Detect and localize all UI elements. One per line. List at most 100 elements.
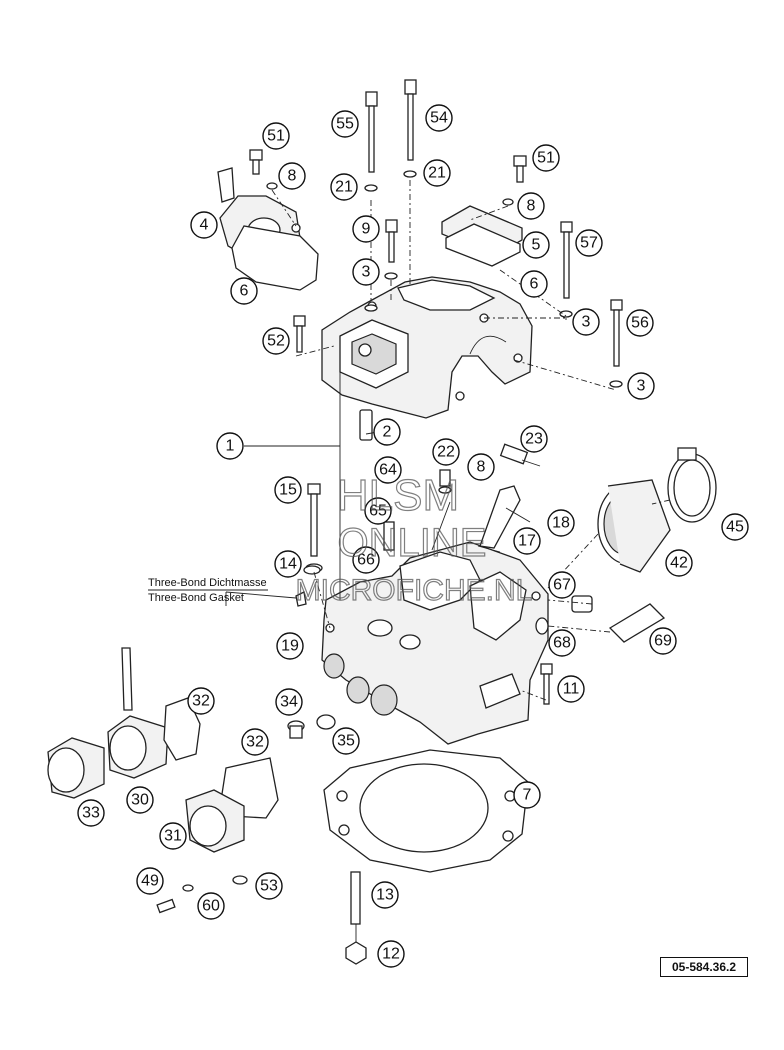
callout-bubble: 56 — [626, 309, 654, 337]
bolt-49-part — [156, 898, 176, 914]
bolt-11-part — [540, 663, 553, 705]
sealant-dot-part — [295, 591, 307, 607]
callout-bubble: 6 — [230, 277, 258, 305]
svg-text:57: 57 — [580, 235, 598, 252]
thermostat-cover-part — [217, 167, 319, 291]
callout-bubble: 13 — [371, 881, 399, 909]
callout-bubble: 18 — [547, 509, 575, 537]
svg-text:66: 66 — [357, 552, 375, 569]
washer-3-part — [364, 304, 378, 312]
svg-text:11: 11 — [563, 681, 580, 698]
svg-text:14: 14 — [279, 556, 297, 573]
callout-bubble: 34 — [275, 688, 303, 716]
callout-bubble: 51 — [532, 144, 560, 172]
callout-bubble: 33 — [77, 799, 105, 827]
callout-bubble: 32 — [241, 728, 269, 756]
svg-text:67: 67 — [553, 577, 571, 594]
callout-bubble: 42 — [665, 549, 693, 577]
svg-text:21: 21 — [335, 179, 353, 196]
flange-31-part — [185, 789, 245, 853]
plug-34-part — [287, 720, 305, 739]
svg-text:45: 45 — [726, 519, 744, 536]
callout-bubble: 15 — [274, 476, 302, 504]
callout-bubble: 19 — [276, 632, 304, 660]
svg-text:7: 7 — [523, 787, 532, 804]
callout-bubble: 3 — [627, 372, 655, 400]
callout-bubble: 52 — [262, 327, 290, 355]
callout-bubble: 7 — [513, 781, 541, 809]
svg-text:42: 42 — [670, 555, 688, 572]
svg-text:22: 22 — [437, 444, 455, 461]
callout-bubble: 3 — [352, 258, 380, 286]
svg-text:30: 30 — [131, 792, 149, 809]
svg-text:49: 49 — [141, 873, 159, 890]
bolt-9-part — [384, 219, 398, 280]
dowel-2-part — [359, 409, 373, 441]
callout-bubble: 2 — [373, 418, 401, 446]
callout-bubble: 53 — [255, 872, 283, 900]
callout-bubble: 5 — [522, 231, 550, 259]
svg-text:52: 52 — [267, 333, 285, 350]
callout-bubble: 21 — [423, 159, 451, 187]
oring-68-part — [535, 617, 549, 635]
callout-bubble: 35 — [332, 727, 360, 755]
callout-bubble: 51 — [262, 122, 290, 150]
svg-text:65: 65 — [369, 503, 387, 520]
bolt-57-part — [559, 221, 573, 318]
nipple-53-part — [232, 875, 248, 885]
watermark: HLSM ONLINE MICROFICHE.NL — [295, 470, 533, 607]
flange-33-part — [47, 737, 105, 799]
flange-30-part — [107, 647, 169, 779]
svg-text:2: 2 — [383, 424, 392, 441]
nut-12-part — [345, 941, 367, 965]
svg-text:13: 13 — [376, 887, 394, 904]
bolt-56-part — [609, 299, 623, 388]
svg-text:69: 69 — [654, 633, 672, 650]
svg-text:64: 64 — [379, 462, 397, 479]
head-gasket-part — [323, 749, 529, 873]
svg-text:56: 56 — [631, 315, 649, 332]
callout-bubble: 54 — [425, 104, 453, 132]
bolt-66-part — [383, 521, 395, 551]
svg-text:60: 60 — [202, 898, 220, 915]
callout-bubble: 3 — [572, 308, 600, 336]
svg-text:19: 19 — [281, 638, 299, 655]
svg-text:8: 8 — [477, 459, 486, 476]
bolt-52-part — [293, 315, 306, 353]
callout-bubble: 65 — [364, 497, 392, 525]
svg-text:21: 21 — [428, 165, 446, 182]
callout-bubble: 69 — [649, 627, 677, 655]
hose-clamp-part — [667, 447, 717, 523]
svg-text:6: 6 — [530, 276, 539, 293]
callout-bubble: 11 — [557, 675, 585, 703]
bolt-55-part — [364, 91, 378, 192]
svg-text:9: 9 — [362, 221, 371, 238]
svg-text:54: 54 — [430, 110, 448, 127]
bolt-15-part — [305, 483, 323, 573]
svg-text:ONLINE: ONLINE — [338, 521, 487, 565]
svg-text:8: 8 — [527, 198, 536, 215]
sensor-69-part — [608, 603, 666, 643]
svg-text:HLSM: HLSM — [337, 471, 459, 520]
svg-text:35: 35 — [337, 733, 355, 750]
sealant-note-en: Three-Bond Gasket — [148, 592, 244, 604]
svg-text:8: 8 — [288, 168, 297, 185]
callout-bubble: 22 — [432, 438, 460, 466]
svg-text:17: 17 — [518, 533, 536, 550]
callout-bubble: 14 — [274, 550, 302, 578]
stud-13-part — [350, 871, 361, 925]
svg-text:31: 31 — [164, 828, 182, 845]
callout-bubble: 60 — [197, 892, 225, 920]
svg-text:51: 51 — [537, 150, 555, 167]
callout-bubble: 8 — [467, 453, 495, 481]
callout-bubble: 8 — [278, 162, 306, 190]
svg-text:4: 4 — [200, 217, 209, 234]
cylinder-head-part — [321, 541, 549, 745]
callout-bubble: 45 — [721, 513, 749, 541]
fitting-22-part — [438, 469, 452, 494]
callout-bubble: 8 — [517, 192, 545, 220]
callout-bubble: 64 — [374, 456, 402, 484]
svg-text:68: 68 — [553, 635, 571, 652]
svg-text:51: 51 — [267, 128, 285, 145]
bolt-54-part — [403, 79, 417, 178]
